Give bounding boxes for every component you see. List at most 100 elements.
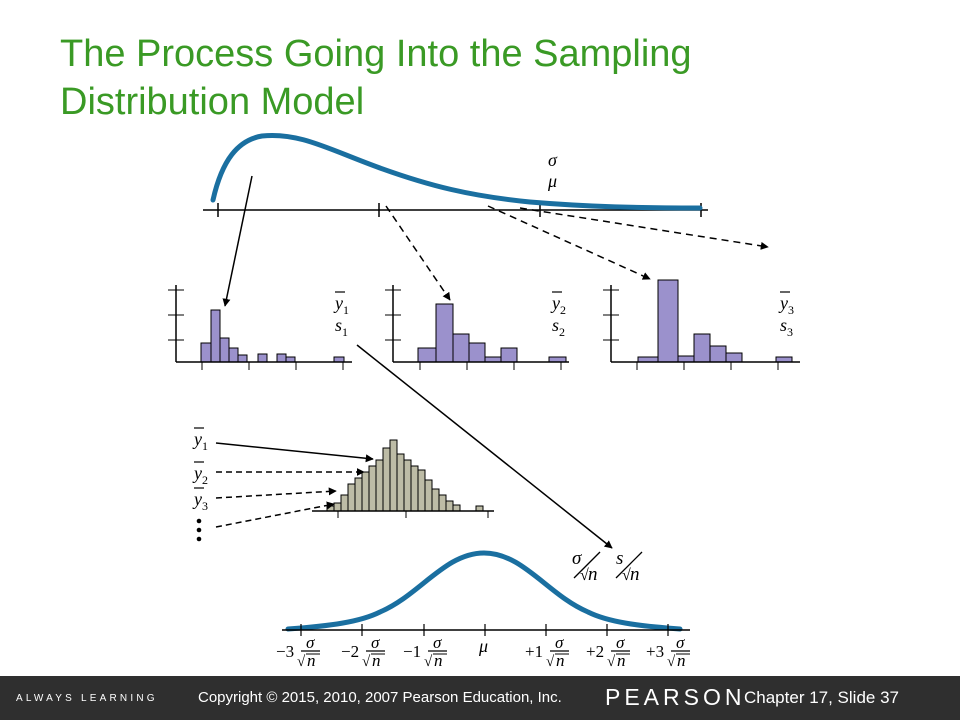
se-slash bbox=[573, 551, 601, 579]
sample-2-sd-subscript: 2 bbox=[559, 325, 565, 339]
se-sigma-num: σ bbox=[572, 548, 582, 569]
tick-label-pos3: +3 σ √ n bbox=[646, 633, 690, 670]
means-bar bbox=[382, 447, 391, 512]
title-line-1: The Process Going Into the Sampling bbox=[60, 33, 692, 75]
means-bar bbox=[333, 502, 342, 512]
sample-1-sd-subscript: 1 bbox=[342, 325, 348, 339]
ellipsis-dot bbox=[196, 527, 202, 533]
title-line-2: Distribution Model bbox=[60, 81, 365, 123]
sampling-mu-label: μ bbox=[478, 636, 488, 656]
radical-icon: √ bbox=[297, 654, 306, 670]
ellipsis-dot bbox=[196, 536, 202, 542]
tick-num: σ bbox=[371, 633, 380, 652]
tick-label-neg2: −2 σ √ n bbox=[341, 633, 385, 670]
mean-1-arrow bbox=[215, 442, 374, 463]
sample-2-bar bbox=[452, 333, 470, 363]
radical-icon: √ bbox=[580, 567, 589, 584]
sample-2-histogram bbox=[385, 285, 569, 370]
mean-2-label: y bbox=[192, 463, 202, 483]
draw-arrow-sample-3 bbox=[487, 205, 651, 280]
sample-1-bar bbox=[200, 342, 212, 363]
standard-error-sigma: σ √ n bbox=[572, 548, 601, 585]
sample-1-mean-label: y bbox=[333, 293, 343, 313]
tick-den: n bbox=[617, 651, 626, 670]
means-bar bbox=[361, 471, 370, 512]
svg-text:y3: y3 bbox=[778, 293, 794, 317]
means-bar bbox=[445, 500, 454, 512]
sample-1-bar bbox=[219, 337, 230, 363]
radical-icon: √ bbox=[424, 654, 433, 670]
sample-3-sd-subscript: 3 bbox=[787, 325, 793, 339]
sampling-process-diagram: σ μ y1 s1 bbox=[168, 132, 800, 670]
means-bar bbox=[354, 477, 363, 512]
sample-means-list: y1 y2 y3 bbox=[192, 427, 208, 542]
svg-text:y2: y2 bbox=[550, 293, 566, 317]
sample-3-histogram bbox=[603, 279, 800, 370]
svg-text:y1: y1 bbox=[333, 293, 349, 317]
mean-1-label: y bbox=[192, 429, 202, 449]
tick-label-neg1: −1 σ √ n bbox=[403, 633, 447, 670]
sample-3-mean-subscript: 3 bbox=[788, 303, 794, 317]
svg-text:s3: s3 bbox=[780, 315, 793, 339]
sample-1-sd-label: s bbox=[335, 315, 342, 335]
footer-bar: ALWAYS LEARNING Copyright © 2015, 2010, … bbox=[0, 676, 960, 720]
means-bar bbox=[417, 469, 426, 512]
sample-3-labels: y3 s3 bbox=[778, 291, 794, 339]
tick-num: σ bbox=[555, 633, 564, 652]
means-bar bbox=[438, 494, 447, 512]
se-s-den: n bbox=[630, 564, 640, 585]
sd-to-standard-error-arrow bbox=[356, 344, 613, 549]
normal-curve bbox=[285, 550, 683, 632]
sample-1-bar bbox=[276, 353, 287, 363]
standard-error-s: s √ n bbox=[615, 548, 643, 585]
tick-label-pos1: +1 σ √ n bbox=[525, 633, 569, 670]
sample-2-labels: y2 s2 bbox=[550, 291, 566, 339]
sample-2-bar bbox=[468, 342, 486, 363]
radical-icon: √ bbox=[607, 654, 616, 670]
means-bar bbox=[403, 459, 412, 512]
mean-1-subscript: 1 bbox=[202, 439, 208, 453]
means-bar bbox=[424, 479, 433, 512]
se-s-num: s bbox=[616, 548, 623, 569]
sample-1-bar bbox=[210, 309, 221, 363]
tick-num: σ bbox=[676, 633, 685, 652]
svg-text:y3: y3 bbox=[192, 489, 208, 513]
means-bar bbox=[431, 488, 440, 512]
means-bar bbox=[389, 439, 398, 512]
footer-tagline: ALWAYS LEARNING bbox=[16, 693, 158, 704]
more-means-arrow bbox=[215, 501, 335, 528]
sample-3-bar bbox=[709, 345, 727, 363]
sample-1-mean-subscript: 1 bbox=[343, 303, 349, 317]
tick-coef: +1 bbox=[525, 642, 543, 661]
means-bar bbox=[452, 504, 461, 512]
mean-3-label: y bbox=[192, 489, 202, 509]
sample-2-mean-label: y bbox=[550, 293, 560, 313]
means-bar bbox=[340, 494, 349, 512]
sample-2-mean-subscript: 2 bbox=[560, 303, 566, 317]
tick-den: n bbox=[556, 651, 565, 670]
tick-den: n bbox=[372, 651, 381, 670]
population-curve bbox=[210, 132, 703, 211]
draw-arrow-sample-1 bbox=[222, 175, 253, 307]
sample-3-sd-label: s bbox=[780, 315, 787, 335]
tick-coef: +3 bbox=[646, 642, 664, 661]
radical-icon: √ bbox=[546, 654, 555, 670]
sample-3-bar bbox=[725, 352, 743, 363]
pearson-logo: PEARSON bbox=[605, 684, 746, 710]
tick-den: n bbox=[434, 651, 443, 670]
sample-2-bar bbox=[417, 347, 437, 363]
slide-number: Chapter 17, Slide 37 bbox=[744, 688, 899, 707]
means-bar bbox=[368, 465, 377, 512]
svg-text:s1: s1 bbox=[335, 315, 348, 339]
sample-2-bar bbox=[500, 347, 518, 363]
sample-3-bar bbox=[657, 279, 679, 363]
tick-coef: −1 bbox=[403, 642, 421, 661]
tick-num: σ bbox=[616, 633, 625, 652]
se-sigma-den: n bbox=[588, 564, 598, 585]
tick-label-pos2: +2 σ √ n bbox=[586, 633, 630, 670]
mean-3-subscript: 3 bbox=[202, 499, 208, 513]
tick-coef: +2 bbox=[586, 642, 604, 661]
sample-1-bar bbox=[237, 354, 248, 363]
radical-icon: √ bbox=[362, 654, 371, 670]
ellipsis-dot bbox=[196, 518, 202, 524]
